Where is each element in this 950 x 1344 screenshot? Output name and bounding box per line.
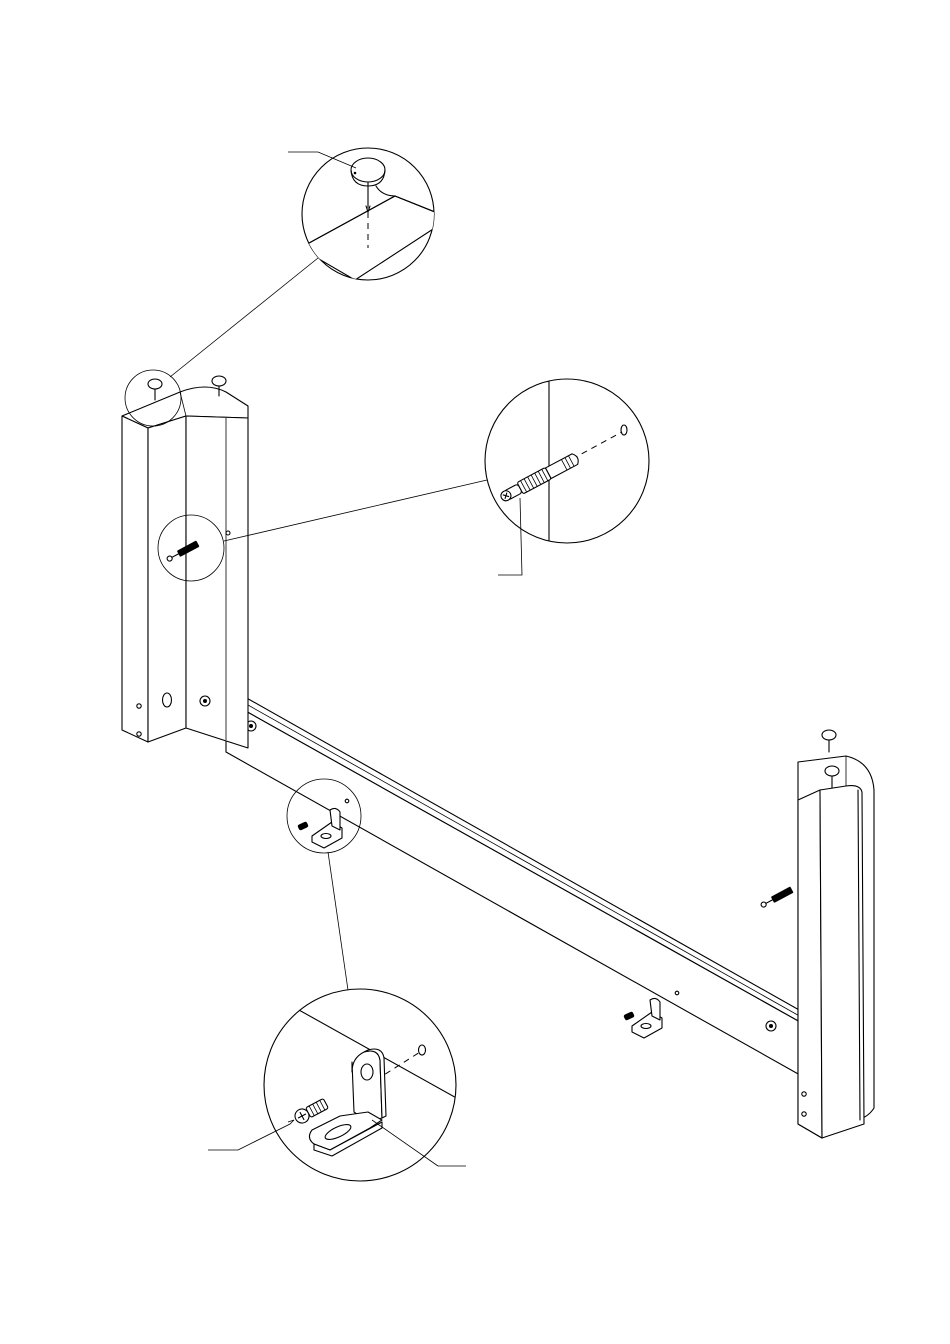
detail-l-bracket bbox=[208, 989, 466, 1181]
detail-foot-glide bbox=[288, 148, 450, 280]
left-side-leg bbox=[122, 387, 248, 748]
right-side-leg bbox=[798, 756, 874, 1138]
detail-cam-dowel bbox=[485, 370, 649, 575]
